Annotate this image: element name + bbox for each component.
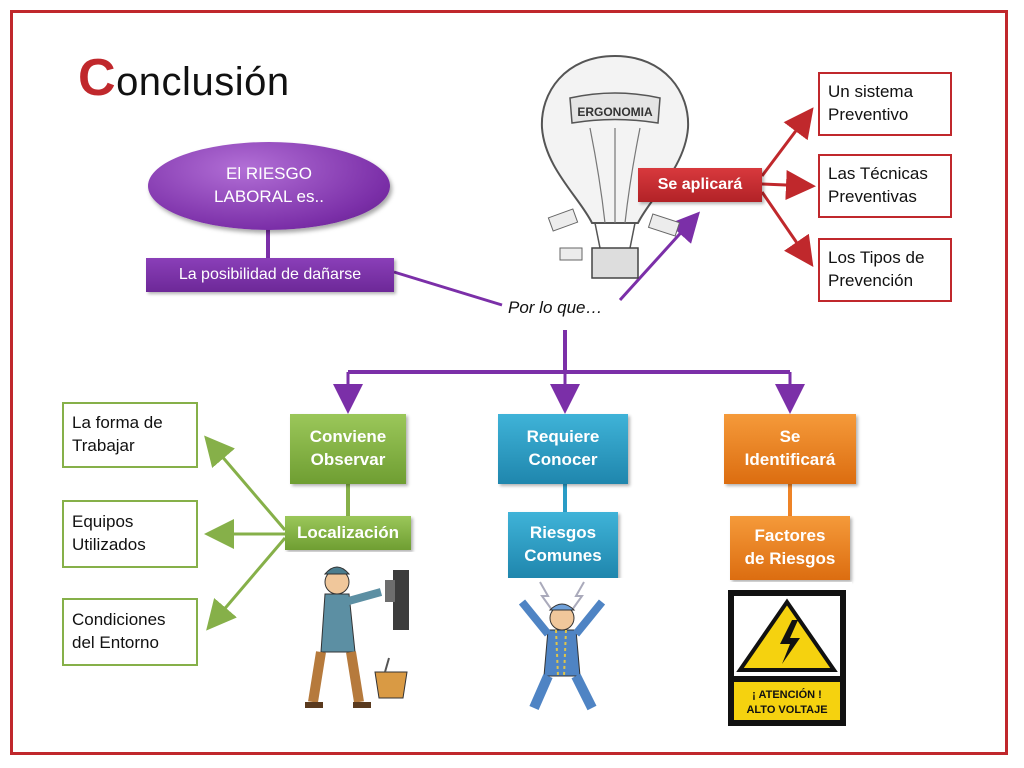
localizacion-item-forma-trabajar: La forma de Trabajar: [62, 402, 198, 468]
branch-conviene-observar: Conviene Observar: [290, 414, 406, 484]
localizacion-item-condiciones-entorno: Condiciones del Entorno: [62, 598, 198, 666]
apply-item-sistema-preventivo: Un sistema Preventivo: [818, 72, 952, 136]
sign-line-1: ¡ ATENCIÓN !: [752, 688, 822, 701]
branch-se-identificara: Se Identificará: [724, 414, 856, 484]
definition-label: La posibilidad de dañarse: [146, 258, 394, 292]
riesgo-laboral-oval: El RIESGO LABORAL es..: [148, 142, 390, 230]
worker-illustration: [285, 552, 419, 714]
se-aplicara-label: Se aplicará: [638, 168, 762, 202]
branch-riesgos-comunes: Riesgos Comunes: [508, 512, 618, 578]
branch-requiere-conocer: Requiere Conocer: [498, 414, 628, 484]
branch-factores-riesgos: Factores de Riesgos: [730, 516, 850, 580]
sign-line-2: ALTO VOLTAJE: [746, 704, 827, 716]
balloon-label: ERGONOMIA: [577, 105, 653, 119]
slide-title: Conclusión: [78, 49, 290, 107]
danger-high-voltage-sign: ¡ ATENCIÓN ! ALTO VOLTAJE: [722, 582, 852, 732]
electrocuted-person-illustration: [500, 578, 624, 718]
localizacion-item-equipos-utilizados: Equipos Utilizados: [62, 500, 198, 568]
por-lo-que-text: Por lo que…: [508, 298, 603, 317]
branch-localizacion: Localización: [285, 516, 411, 550]
slide-frame: [10, 10, 1008, 755]
apply-item-tecnicas-preventivas: Las Técnicas Preventivas: [818, 154, 952, 218]
apply-item-tipos-prevencion: Los Tipos de Prevención: [818, 238, 952, 302]
